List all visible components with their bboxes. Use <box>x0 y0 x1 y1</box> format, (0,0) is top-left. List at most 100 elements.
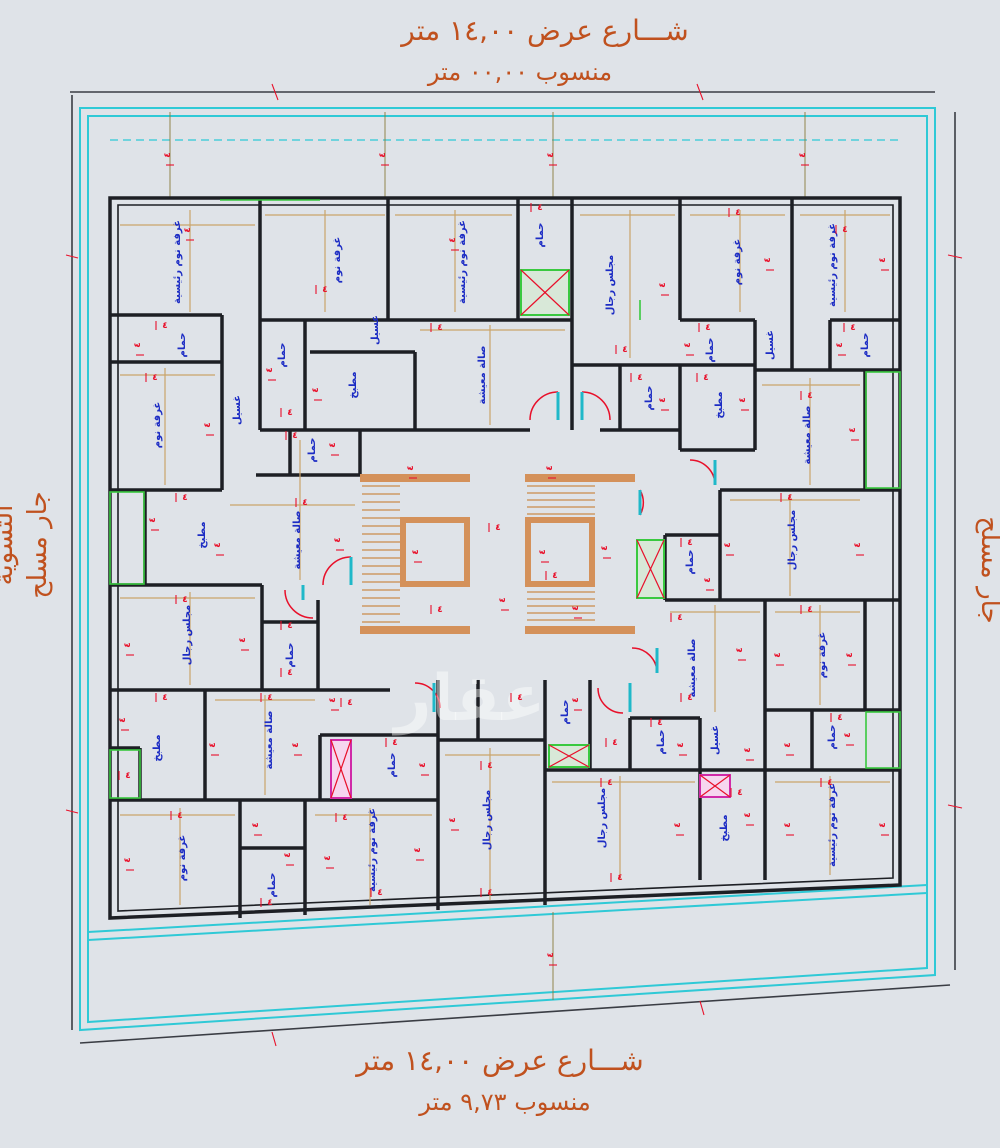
room-label: مطبخ <box>152 734 163 761</box>
neighbor-left-line2: التسوية <box>0 505 19 586</box>
room-label: غرفة نوم رئيسية <box>367 808 378 892</box>
dimension-value: ٤ <box>267 693 273 703</box>
dimension-value: ٤ <box>735 208 741 218</box>
room-label: غسيل <box>232 395 243 425</box>
dimension-value: ٤ <box>763 257 773 263</box>
dimension-value: ٤ <box>673 822 683 828</box>
dimension-value: ٤ <box>251 822 261 828</box>
dimension-value: ٤ <box>845 652 855 658</box>
room-label: حمام <box>177 333 188 358</box>
dimension-value: ٤ <box>118 717 128 723</box>
setback-dimensions <box>169 112 806 1000</box>
dimension-value: ٤ <box>743 812 753 818</box>
dimension-value: ٤ <box>498 597 508 603</box>
dimension-value: ٤ <box>287 621 293 631</box>
dimension-value: ٤ <box>328 442 338 448</box>
room-label: غرفة نوم رئيسية <box>827 783 838 867</box>
dimension-value: ٤ <box>571 697 581 703</box>
dimension-value: ٤ <box>878 822 888 828</box>
plot-boundary <box>79 107 936 1032</box>
dimension-value: ٤ <box>292 431 298 441</box>
dimension-value: ٤ <box>552 571 558 581</box>
room-label: غرفة نوم <box>152 402 163 449</box>
dimension-value: ٤ <box>705 323 711 333</box>
dimension-value: ٤ <box>213 542 223 548</box>
building-walls <box>108 196 902 920</box>
dimension-value: ٤ <box>152 373 158 383</box>
dimension-value: ٤ <box>448 817 458 823</box>
dimension-value: ٤ <box>545 465 555 471</box>
dimension-value: ٤ <box>378 152 388 158</box>
dimension-value: ٤ <box>487 761 493 771</box>
doors <box>284 391 717 714</box>
dimension-value: ٤ <box>302 498 308 508</box>
dimension-value: ٤ <box>322 285 328 295</box>
dimension-value: ٤ <box>683 342 693 348</box>
dimension-value: ٤ <box>837 713 843 723</box>
dimension-value: ٤ <box>203 422 213 428</box>
dimension-value: ٤ <box>807 605 813 615</box>
room-label: غرفة نوم <box>732 239 743 286</box>
dimension-value: ٤ <box>123 857 133 863</box>
dimension-value: ٤ <box>162 693 168 703</box>
interior-dimension-lines <box>120 210 890 905</box>
dimension-value: ٤ <box>487 888 493 898</box>
dimension-value: ٤ <box>162 321 168 331</box>
dimension-value: ٤ <box>287 408 293 418</box>
street-bottom-level: منسوب ٩,٧٣ متر <box>418 1088 590 1116</box>
room-label: حمام <box>277 343 288 368</box>
dimension-value: ٤ <box>267 898 273 908</box>
dimension-value: ٤ <box>238 637 248 643</box>
dimension-value: ٤ <box>773 652 783 658</box>
room-label: غرفة نوم <box>817 632 828 679</box>
dimension-value: ٤ <box>658 397 668 403</box>
room-label: مجلس رجال <box>182 605 193 666</box>
dimension-value: ٤ <box>437 323 443 333</box>
room-label: مجلس رجال <box>597 788 608 849</box>
dimension-value: ٤ <box>842 225 848 235</box>
room-label: حمام <box>656 730 667 755</box>
room-label: غسيل <box>370 315 381 345</box>
dimension-value: ٤ <box>163 152 173 158</box>
dimension-value: ٤ <box>835 342 845 348</box>
dimension-marks: ٤ ٤ ٤ ٤ ٤ ٤ ٤ ٤ ٤ ٤ ٤ ٤ ٤ ٤ ٤ ٤ ٤ ٤ ٤ ٤ ٤ ٤ ٤ ٤ ٤ ٤ ٤ ٤ ٤ ٤ ٤ ٤ ٤ ٤ ٤ ٤ ٤ ٤ ٤ ٤… <box>118 152 889 966</box>
dimension-value: ٤ <box>208 742 218 748</box>
room-label: غسيل <box>765 330 776 360</box>
room-label: غرفة نوم <box>332 237 343 284</box>
dimension-value: ٤ <box>853 542 863 548</box>
room-label: صالة معيشة <box>264 711 275 770</box>
dimension-value: ٤ <box>850 323 856 333</box>
dimension-value: ٤ <box>622 345 628 355</box>
dimension-value: ٤ <box>448 237 458 243</box>
dimension-value: ٤ <box>571 605 581 611</box>
dimension-value: ٤ <box>807 391 813 401</box>
dimension-value: ٤ <box>265 367 275 373</box>
dimension-value: ٤ <box>617 873 623 883</box>
dimension-value: ٤ <box>783 822 793 828</box>
dimension-lines-external <box>65 83 963 1047</box>
dimension-value: ٤ <box>546 152 556 158</box>
dimension-value: ٤ <box>342 813 348 823</box>
neighbor-right-line1: جار مسلح <box>975 516 1000 623</box>
dimension-value: ٤ <box>637 373 643 383</box>
dimension-value: ٤ <box>538 549 548 555</box>
dimension-value: ٤ <box>123 642 133 648</box>
room-label: صالة معيشة <box>687 639 698 698</box>
windows <box>109 199 901 799</box>
room-label: حمام <box>307 438 318 463</box>
dimension-value: ٤ <box>291 742 301 748</box>
room-label: مجلس رجال <box>482 790 493 851</box>
dimension-value: ٤ <box>827 778 833 788</box>
street-top-level: منسوب ٠٠,٠٠ متر <box>427 58 612 86</box>
room-label: حمام <box>705 338 716 363</box>
dimension-value: ٤ <box>287 668 293 678</box>
room-label: غسيل <box>710 725 721 755</box>
dimension-value: ٤ <box>703 373 709 383</box>
dimension-value: ٤ <box>676 742 686 748</box>
dimension-value: ٤ <box>411 549 421 555</box>
room-label: حمام <box>860 333 871 358</box>
shafts <box>330 269 731 799</box>
room-label: مطبخ <box>719 814 730 841</box>
dimension-value: ٤ <box>177 811 183 821</box>
